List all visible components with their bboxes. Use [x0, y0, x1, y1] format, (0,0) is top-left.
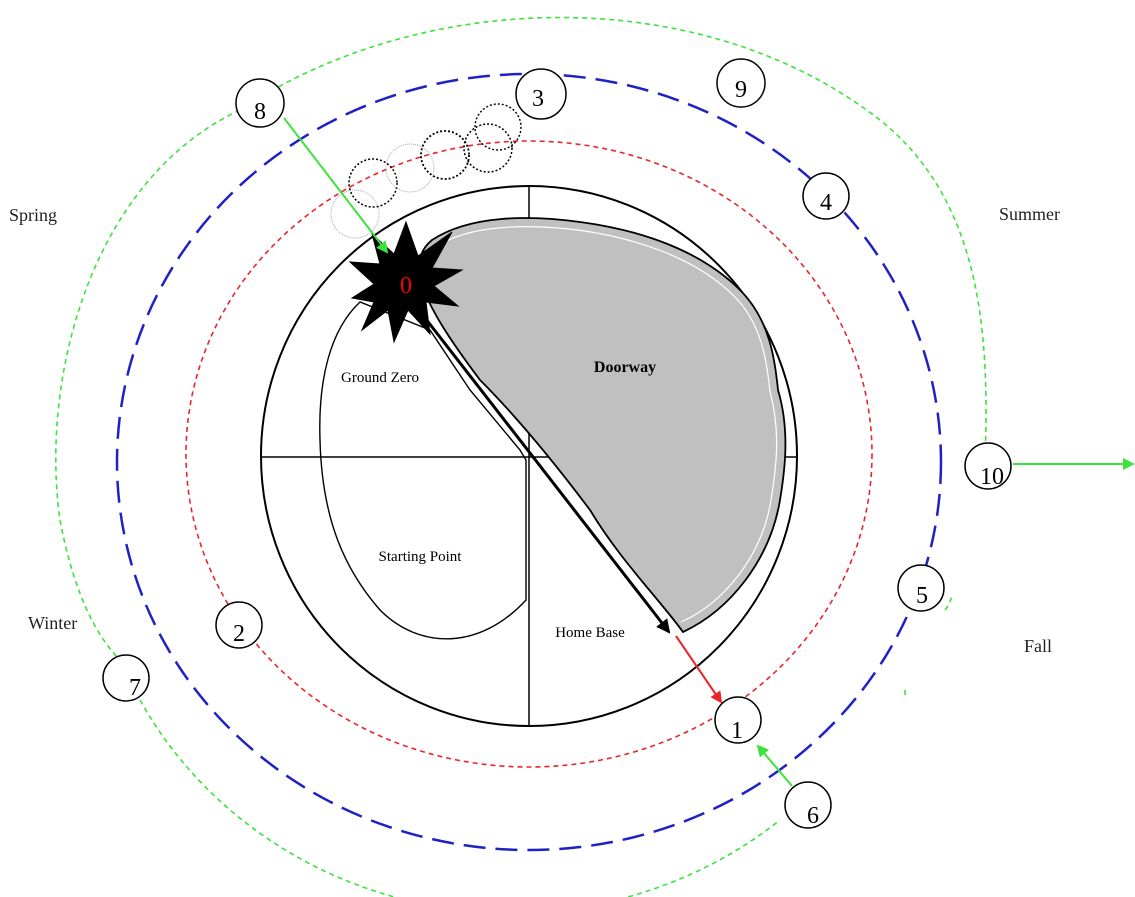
home-base-label: Home Base	[555, 625, 625, 641]
marker-3-label: 3	[532, 86, 544, 112]
starting-point-label: Starting Point	[379, 549, 463, 565]
marker-7: 7	[102, 654, 150, 702]
numbered-markers: 1 2 3 4 5 6 7 8	[102, 58, 1012, 829]
doorway-label: Doorway	[594, 359, 656, 376]
marker-1-label: 1	[731, 718, 743, 744]
season-fall: Fall	[1024, 636, 1052, 656]
arrow-6-to-1	[756, 744, 793, 787]
marker-2-label: 2	[233, 621, 245, 647]
doorway-region	[418, 217, 787, 634]
season-winter: Winter	[28, 613, 77, 633]
marker-0: 0	[400, 273, 412, 299]
marker-9-label: 9	[735, 77, 747, 103]
marker-2: 2	[215, 601, 263, 649]
arrow-8-to-0	[283, 117, 389, 254]
ground-zero-label: Ground Zero	[341, 370, 419, 386]
trail-circles	[330, 103, 522, 239]
marker-8: 8	[235, 78, 285, 128]
marker-6: 6	[784, 781, 832, 829]
marker-7-label: 7	[129, 675, 141, 701]
season-summer: Summer	[999, 204, 1060, 224]
marker-10: 10	[964, 442, 1012, 490]
marker-8-label: 8	[254, 99, 266, 125]
arrow-0-to-home	[406, 295, 671, 634]
marker-4-label: 4	[820, 190, 832, 216]
marker-9: 9	[716, 58, 766, 108]
marker-3: 3	[515, 68, 567, 120]
marker-5-label: 5	[916, 583, 928, 609]
marker-10-label: 10	[980, 464, 1004, 490]
inner-orbit	[185, 140, 873, 768]
outer-orbit-left	[55, 109, 241, 661]
starting-point-region	[319, 301, 527, 640]
arrow-home-to-1	[675, 635, 723, 704]
season-spring: Spring	[9, 205, 57, 225]
marker-6-label: 6	[807, 803, 819, 829]
marker-5: 5	[897, 564, 945, 612]
marker-1: 1	[714, 696, 762, 744]
middle-orbit	[115, 72, 943, 852]
marker-4: 4	[802, 172, 850, 220]
